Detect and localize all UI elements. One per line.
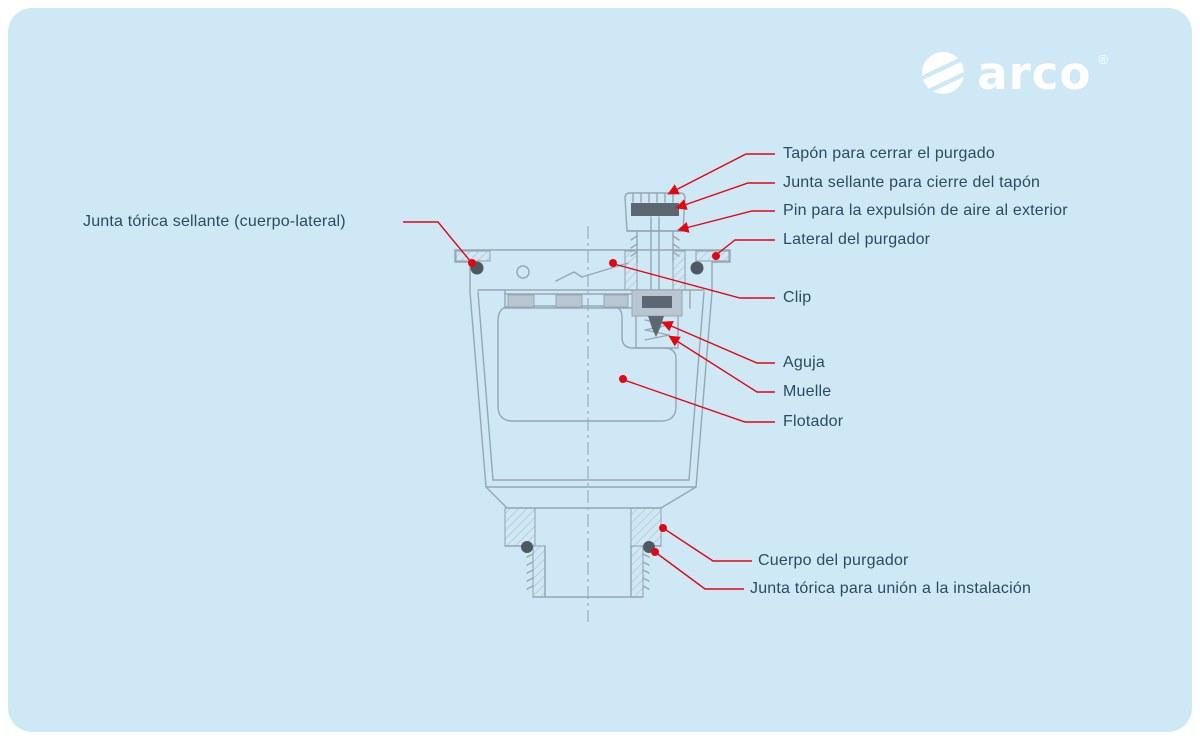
- diagram-panel: [8, 8, 1192, 732]
- leader-clip: [613, 263, 775, 299]
- bracket-segment: [603, 294, 629, 308]
- label-lateral: Lateral del purgador: [783, 231, 931, 248]
- o-ring-bottom-left: [521, 541, 533, 553]
- registered-mark: ®: [1098, 52, 1108, 67]
- seat-seal: [642, 296, 672, 308]
- leader-dots: [468, 252, 720, 556]
- leader-lateral: [715, 239, 775, 256]
- leader-lines: [403, 153, 775, 590]
- label-pin: Pin para la expulsión de aire al exterio…: [783, 202, 1068, 219]
- label-junta-lateral: Junta tórica sellante (cuerpo-lateral): [83, 213, 346, 230]
- leader-tapon: [667, 153, 775, 195]
- leader-cuerpo: [662, 527, 752, 562]
- label-muelle: Muelle: [783, 383, 832, 400]
- label-aguja: Aguja: [783, 354, 825, 371]
- needle: [648, 316, 664, 328]
- needle-tip: [652, 328, 660, 337]
- leader-flotador: [623, 379, 775, 423]
- label-tapon: Tapón para cerrar el purgado: [783, 145, 995, 162]
- arco-logo: arco ®: [920, 50, 1108, 96]
- o-ring-top-right: [690, 261, 704, 275]
- leader-junta-sellante: [675, 182, 775, 210]
- label-junta-union: Junta tórica para unión a la instalación: [750, 580, 1032, 597]
- leader-pin: [677, 210, 775, 233]
- label-flotador: Flotador: [783, 413, 844, 430]
- valve-outline: [454, 192, 731, 598]
- label-cuerpo: Cuerpo del purgador: [758, 552, 909, 569]
- cap-seal: [631, 203, 679, 216]
- leader-muelle: [668, 335, 775, 393]
- leader-junta-lateral: [403, 221, 472, 263]
- label-clip: Clip: [783, 289, 812, 306]
- leader-aguja: [661, 321, 775, 364]
- label-junta-sellante: Junta sellante para cierre del tapón: [783, 174, 1041, 191]
- bracket-segment: [507, 294, 535, 308]
- arco-logo-icon: [920, 50, 974, 96]
- arco-logo-text: arco: [977, 46, 1092, 100]
- leader-junta-union: [654, 551, 744, 590]
- valve-mechanism: [507, 203, 683, 337]
- valve-seat: [631, 289, 683, 317]
- bracket-segment: [555, 294, 583, 308]
